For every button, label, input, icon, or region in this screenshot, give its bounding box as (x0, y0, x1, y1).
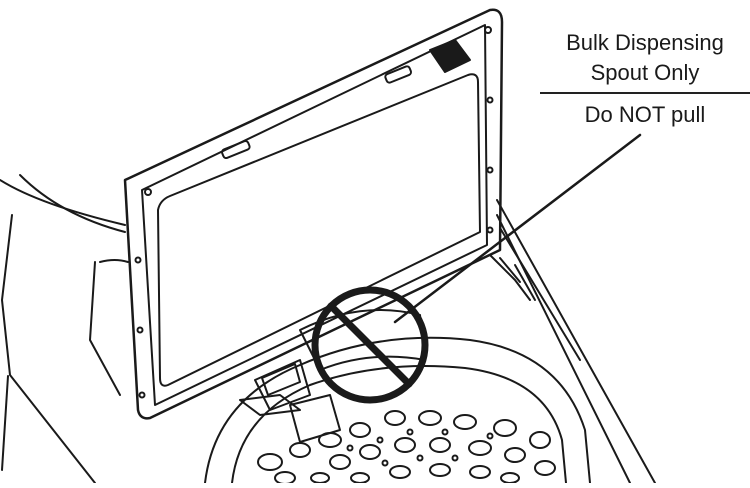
callout-label: Bulk Dispensing Spout Only Do NOT pull (540, 28, 750, 130)
callout-line-bulk-dispensing: Bulk Dispensing (540, 28, 750, 58)
callout-divider (540, 92, 750, 94)
no-symbol-icon (315, 290, 425, 400)
agitator-holes (258, 411, 555, 483)
callout-line-spout-only: Spout Only (540, 58, 750, 88)
washer-cabinet (0, 175, 655, 483)
callout-pointer-line (395, 135, 640, 322)
callout-line-do-not-pull: Do NOT pull (540, 100, 750, 130)
dispenser-area (240, 255, 530, 442)
